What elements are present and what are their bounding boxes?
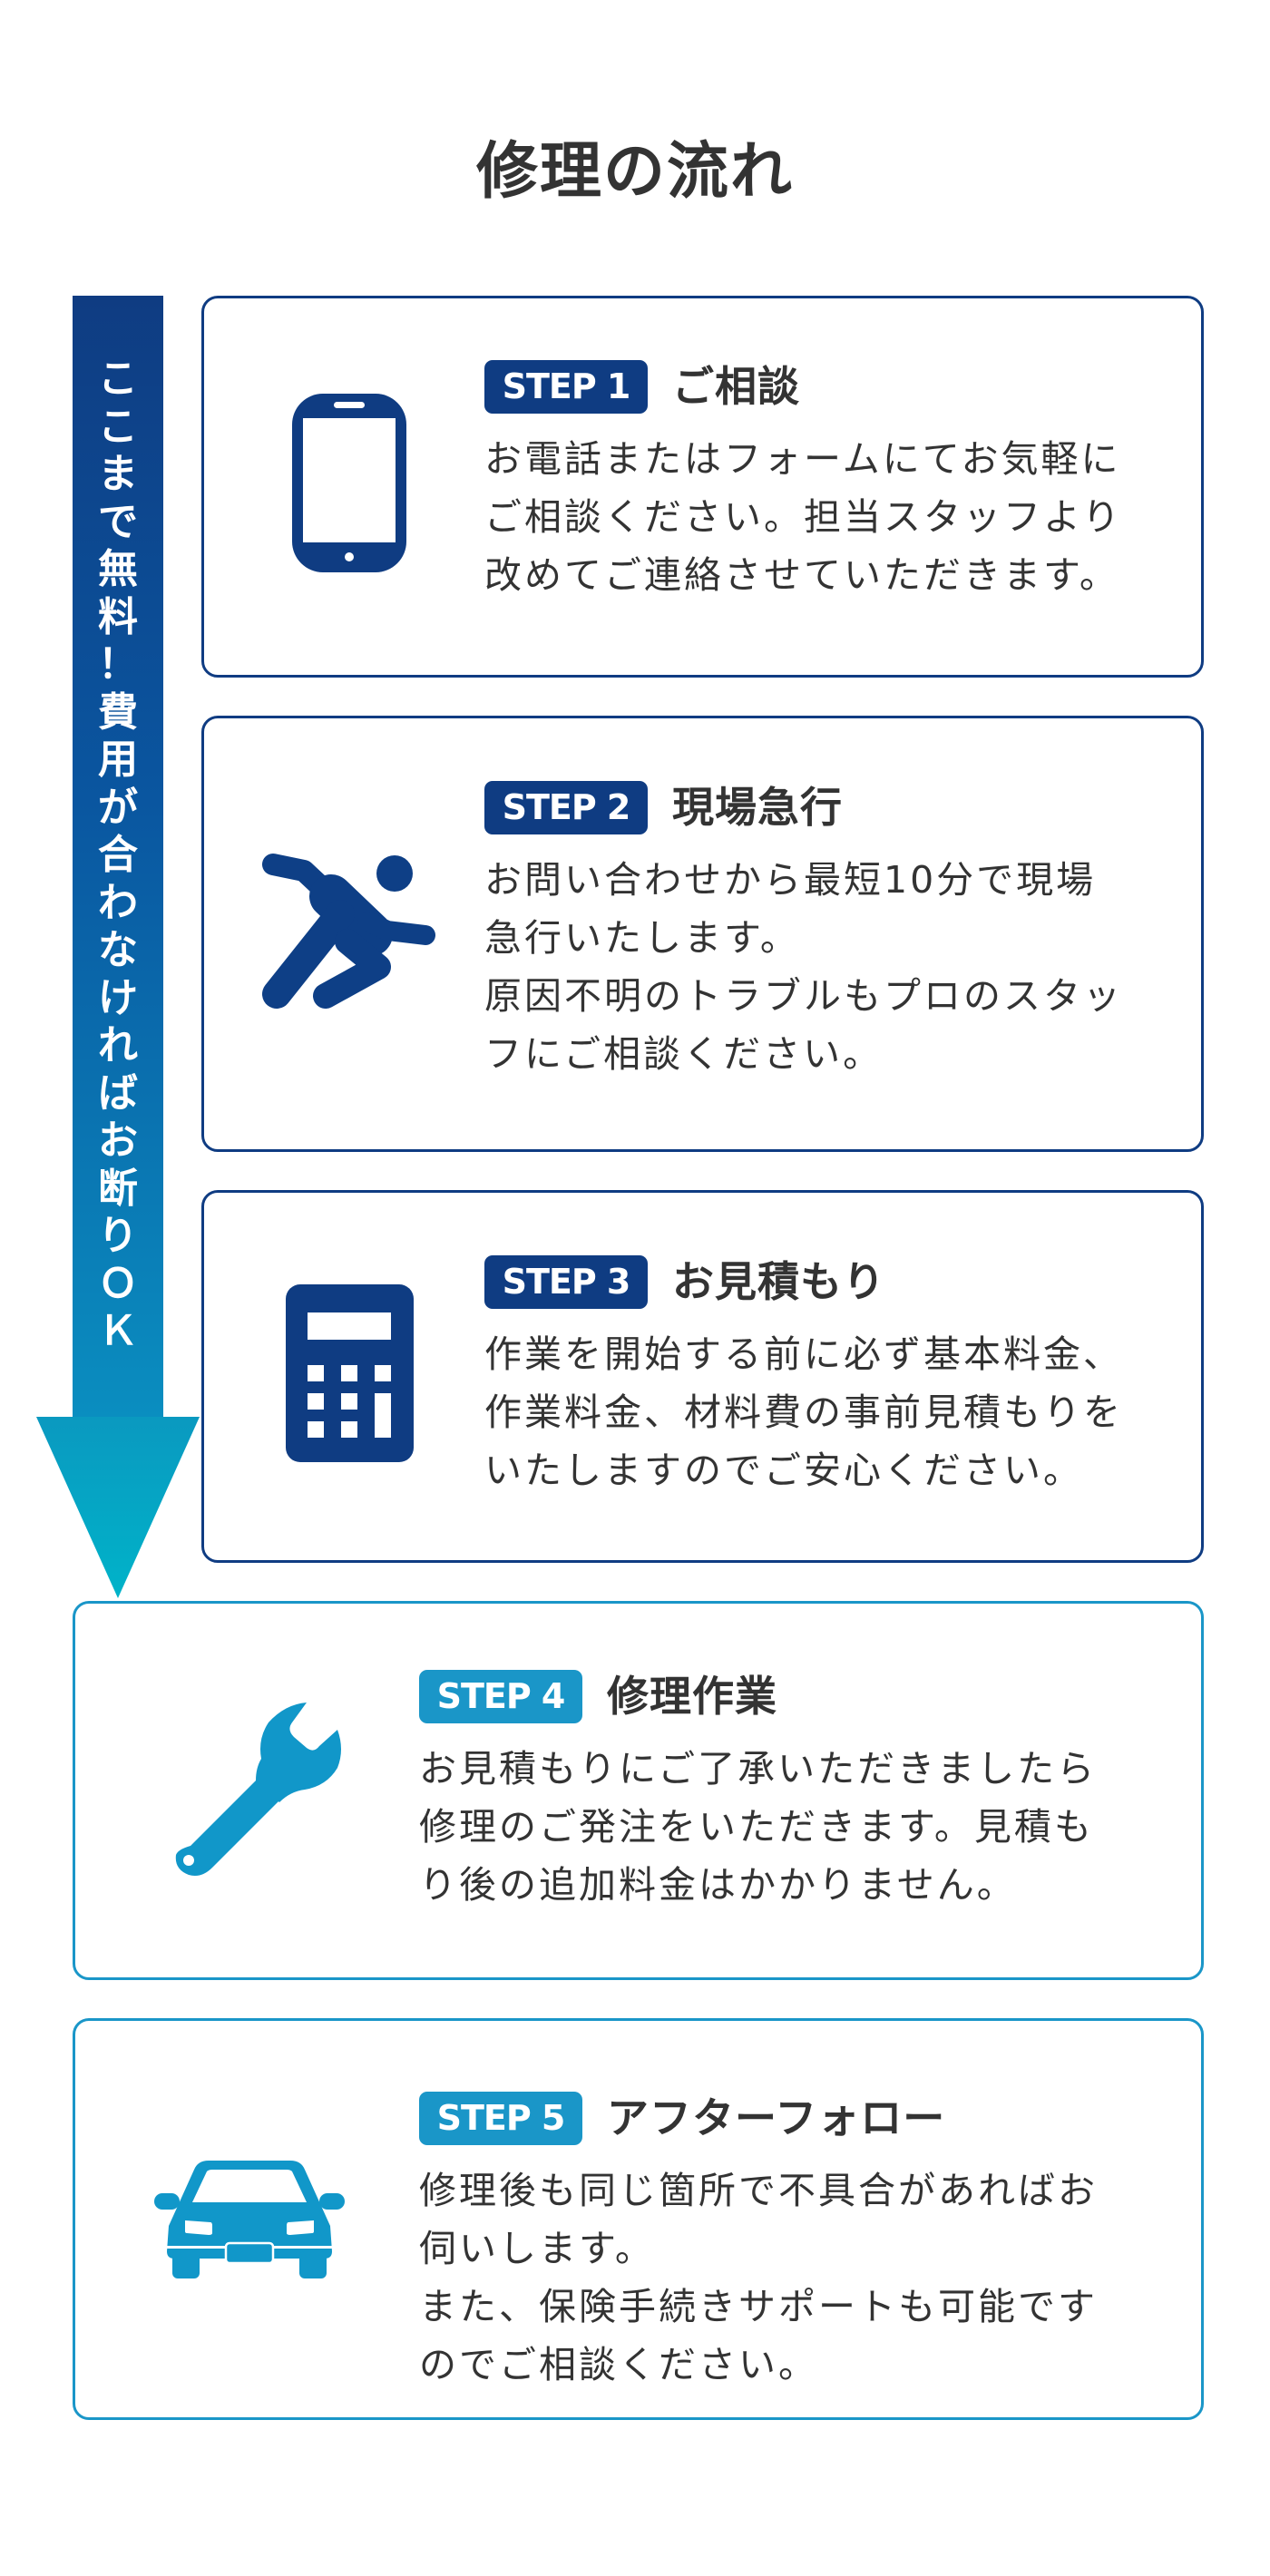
wrench-icon xyxy=(175,1703,341,1876)
page-title: 修理の流れ xyxy=(475,136,794,208)
step-badge: STEP 4 xyxy=(419,1669,582,1723)
step-description-line: お問い合わせから最短10分で現場 xyxy=(484,858,1097,902)
step-title: アフターフォロー xyxy=(607,2093,946,2142)
free-until-here-text: こ こ ま で 無 料 ！ 費 用 が 合 わ な け れ ば お 断 り Ｏ … xyxy=(73,356,163,1356)
flow-bar-char: 無 xyxy=(98,546,138,592)
flow-bar-char: Ｋ xyxy=(98,1308,138,1354)
flow-bar-char: け xyxy=(98,974,138,1021)
step-badge: STEP 5 xyxy=(419,2091,582,2145)
flow-bar-char: Ｏ xyxy=(98,1260,138,1307)
step-description-line: 原因不明のトラブルもプロのスタッ xyxy=(484,974,1123,1018)
step-description: お見積もりにご了承いただきましたら 修理のご発注をいただきます。見積も り後の追… xyxy=(419,1740,1097,1914)
flow-bar-char: れ xyxy=(98,1022,138,1068)
step-title: 現場急行 xyxy=(672,783,843,832)
step-description-line: 修理後も同じ箇所で不具合があればお xyxy=(419,2169,1098,2212)
flow-bar-char: が xyxy=(98,784,138,831)
flow-bar-char: お xyxy=(98,1117,138,1164)
flow-bar-char: わ xyxy=(98,879,138,926)
flow-bar-char: で xyxy=(98,498,138,545)
step-description-line: 作業料金、材料費の事前見積もりを xyxy=(484,1390,1123,1434)
step-description-line: 改めてご連絡させていただきます。 xyxy=(484,553,1119,597)
step-description-line: 伺いします。 xyxy=(419,2227,655,2270)
step-description-line: 急行いたします。 xyxy=(484,916,800,960)
flow-bar-char: 断 xyxy=(98,1165,138,1212)
calculator-icon xyxy=(286,1284,414,1462)
flow-bar-char: ま xyxy=(98,451,138,497)
running-person-icon xyxy=(262,854,435,1009)
step-description-line: お電話またはフォームにてお気軽に xyxy=(484,437,1121,481)
step-card-3: STEP 3 お見積もり 作業を開始する前に必ず基本料金、 作業料金、材料費の事… xyxy=(201,1190,1204,1563)
step-badge: STEP 2 xyxy=(484,780,648,834)
car-icon xyxy=(154,2161,345,2278)
arrow-down-icon xyxy=(36,1417,200,1598)
flow-bar-char: こ xyxy=(98,403,138,450)
step-title: お見積もり xyxy=(672,1257,885,1306)
step-description-line: 修理のご発注をいただきます。見積も xyxy=(419,1805,1094,1849)
flow-bar-char: 用 xyxy=(98,737,138,783)
step-title: 修理作業 xyxy=(607,1672,777,1721)
flow-bar-char: ば xyxy=(98,1069,138,1117)
flow-bar-char: ！ xyxy=(98,641,138,688)
flow-bar-char: な xyxy=(98,927,138,973)
flow-bar-char: こ xyxy=(98,356,138,402)
step-badge: STEP 3 xyxy=(484,1254,648,1309)
step-card-4: STEP 4 修理作業 お見積もりにご了承いただきましたら 修理のご発注をいただ… xyxy=(73,1601,1204,1980)
step-description-line: お見積もりにご了承いただきましたら xyxy=(419,1747,1098,1791)
step-description: お問い合わせから最短10分で現場 急行いたします。 原因不明のトラブルもプロのス… xyxy=(484,851,1123,1083)
step-description-line: ご相談ください。担当スタッフより xyxy=(484,495,1123,539)
step-description-line: のでご相談ください。 xyxy=(419,2343,818,2386)
flow-bar-char: 費 xyxy=(98,688,138,736)
smartphone-icon xyxy=(292,394,406,572)
step-card-2: STEP 2 現場急行 お問い合わせから最短10分で現場 急行いたします。 原因… xyxy=(201,716,1204,1152)
step-card-5: STEP 5 アフターフォロー 修理後も同じ箇所で不具合があればお 伺いします。… xyxy=(73,2018,1204,2420)
step-description-line: 作業を開始する前に必ず基本料金、 xyxy=(484,1332,1123,1376)
step-title: ご相談 xyxy=(672,362,800,411)
step-description: 作業を開始する前に必ず基本料金、 作業料金、材料費の事前見積もりを いたしますの… xyxy=(484,1325,1123,1499)
flow-bar-char: り xyxy=(98,1213,138,1259)
step-card-1: STEP 1 ご相談 お電話またはフォームにてお気軽に ご相談ください。担当スタ… xyxy=(201,296,1204,678)
step-description-line: フにご相談ください。 xyxy=(484,1032,884,1076)
step-description-line: また、保険手続きサポートも可能です xyxy=(419,2285,1098,2328)
step-description: お電話またはフォームにてお気軽に ご相談ください。担当スタッフより 改めてご連絡… xyxy=(484,430,1122,604)
flow-bar-char: 合 xyxy=(98,832,138,878)
step-description-line: り後の追加料金はかかりません。 xyxy=(419,1863,1017,1907)
flow-bar-char: 料 xyxy=(98,593,138,640)
step-badge: STEP 1 xyxy=(484,359,648,414)
free-until-here-arrow-bar: こ こ ま で 無 料 ！ 費 用 が 合 わ な け れ ば お 断 り Ｏ … xyxy=(73,296,163,1419)
step-description: 修理後も同じ箇所で不具合があればお 伺いします。 また、保険手続きサポートも可能… xyxy=(419,2161,1098,2394)
step-description-line: いたしますのでご安心ください。 xyxy=(484,1449,1083,1492)
